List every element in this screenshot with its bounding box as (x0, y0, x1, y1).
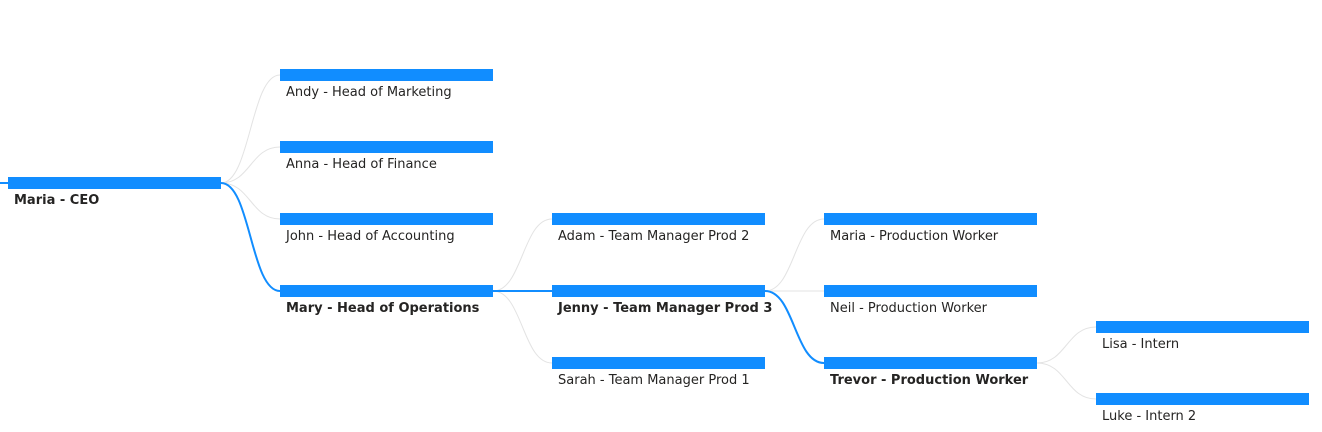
node-bar[interactable] (552, 357, 765, 369)
node-label: Sarah - Team Manager Prod 1 (558, 373, 750, 388)
node-bar[interactable] (552, 213, 765, 225)
node-label: Maria - Production Worker (830, 229, 999, 244)
node-label: Lisa - Intern (1102, 337, 1180, 352)
link-trevor-lisa (1036, 326, 1097, 364)
node-bar[interactable] (1096, 321, 1309, 333)
link-jenny-trevor (764, 290, 825, 364)
tree-node-andy[interactable]: Andy - Head of Marketing (280, 69, 493, 101)
tree-node-lisa[interactable]: Lisa - Intern (1096, 321, 1309, 353)
link-maria-ceo-andy (220, 74, 281, 184)
node-label: Neil - Production Worker (830, 301, 987, 316)
tree-node-maria-ceo[interactable]: Maria - CEO (8, 177, 221, 209)
node-label: Adam - Team Manager Prod 2 (558, 229, 750, 244)
node-label: John - Head of Accounting (286, 229, 455, 244)
node-label: Maria - CEO (14, 193, 100, 208)
node-bar[interactable] (280, 213, 493, 225)
node-label: Anna - Head of Finance (286, 157, 437, 172)
node-label: Jenny - Team Manager Prod 3 (558, 301, 773, 316)
node-bar[interactable] (824, 357, 1037, 369)
tree-node-anna[interactable]: Anna - Head of Finance (280, 141, 493, 173)
link-mary-sarah (492, 290, 553, 364)
tree-node-neil[interactable]: Neil - Production Worker (824, 285, 1037, 317)
tree-node-mary[interactable]: Mary - Head of Operations (280, 285, 493, 317)
node-bar[interactable] (552, 285, 765, 297)
tree-node-maria-pw[interactable]: Maria - Production Worker (824, 213, 1037, 245)
node-bar[interactable] (8, 177, 221, 189)
link-jenny-maria-pw (764, 218, 825, 292)
link-maria-ceo-mary (220, 182, 281, 292)
node-bar[interactable] (824, 213, 1037, 225)
node-label: Luke - Intern 2 (1102, 409, 1197, 424)
tree-node-jenny[interactable]: Jenny - Team Manager Prod 3 (552, 285, 772, 317)
tree-node-luke[interactable]: Luke - Intern 2 (1096, 393, 1309, 425)
tree-node-sarah[interactable]: Sarah - Team Manager Prod 1 (552, 357, 765, 389)
node-bar[interactable] (824, 285, 1037, 297)
node-bar[interactable] (280, 141, 493, 153)
node-bar[interactable] (280, 69, 493, 81)
tree-node-adam[interactable]: Adam - Team Manager Prod 2 (552, 213, 765, 245)
node-label: Mary - Head of Operations (286, 301, 480, 316)
node-label: Trevor - Production Worker (830, 373, 1029, 388)
node-label: Andy - Head of Marketing (286, 85, 452, 100)
link-mary-adam (492, 218, 553, 292)
tree-node-john[interactable]: John - Head of Accounting (280, 213, 493, 245)
node-bar[interactable] (1096, 393, 1309, 405)
link-trevor-luke (1036, 362, 1097, 400)
link-maria-ceo-john (220, 182, 281, 220)
tree-node-trevor[interactable]: Trevor - Production Worker (824, 357, 1037, 389)
node-bar[interactable] (280, 285, 493, 297)
link-maria-ceo-anna (220, 146, 281, 184)
